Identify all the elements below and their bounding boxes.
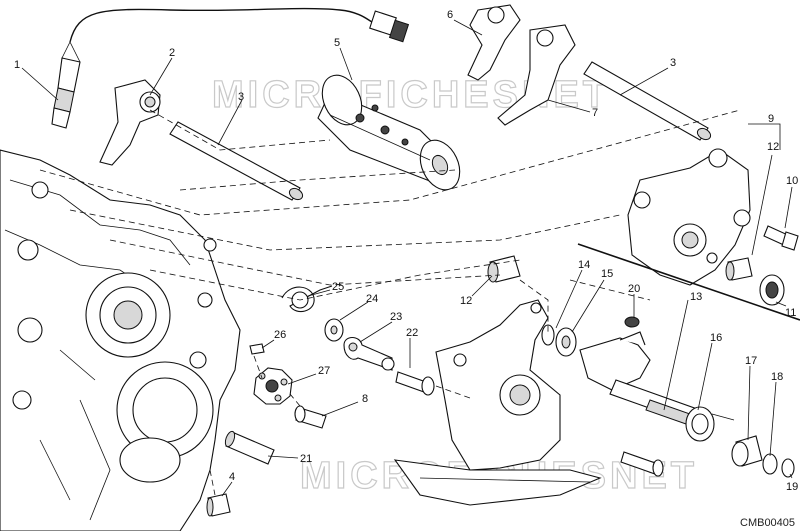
callout-16: 16: [710, 332, 722, 344]
callout-25: 25: [332, 281, 344, 293]
callout-20: 20: [628, 283, 640, 295]
drawing-code: CMB00405: [740, 517, 795, 529]
selector-drum: [317, 74, 461, 191]
callout-23: 23: [390, 311, 402, 323]
callout-8: 8: [362, 393, 368, 405]
callout-3-left: 3: [238, 91, 244, 103]
bolt-8: [294, 405, 327, 429]
selector-fork-7: [497, 24, 576, 126]
detent-20: [624, 316, 640, 328]
mounting-bracket: [393, 299, 602, 506]
washer-15: [555, 327, 577, 357]
callout-2: 2: [169, 47, 175, 59]
alignment-line: [39, 109, 741, 216]
callout-24: 24: [366, 293, 378, 305]
leader-lines: [21, 19, 793, 497]
bolt-22: [395, 371, 435, 396]
fork-shaft-right: [583, 61, 712, 141]
shaft-21: [224, 430, 275, 465]
callout-21: 21: [300, 453, 312, 465]
alignment-line: [179, 169, 456, 191]
circlip-19: [781, 458, 795, 478]
washer-24: [324, 318, 344, 342]
bolt-center-bottom: [620, 451, 664, 477]
washer-18: [762, 453, 778, 475]
pin-4: [206, 493, 231, 517]
spring-16: [685, 406, 735, 442]
callout-7: 7: [592, 107, 598, 119]
alignment-line: [435, 385, 471, 399]
callout-5: 5: [334, 37, 340, 49]
alignment-line: [69, 209, 621, 251]
callout-14: 14: [578, 259, 590, 271]
callout-4: 4: [229, 471, 235, 483]
callout-12-right: 12: [767, 141, 779, 153]
group-bracket-9: [748, 123, 781, 150]
fork-shaft-left: [169, 121, 304, 201]
callout-19: 19: [786, 481, 798, 493]
callout-15: 15: [601, 268, 613, 280]
callout-9: 9: [768, 113, 774, 125]
alignment-line: [289, 393, 301, 407]
bushing-12-right: [725, 257, 753, 281]
gearshift-shaft-13: [579, 331, 701, 425]
alignment-line: [109, 239, 501, 286]
alignment-line: [149, 109, 331, 151]
group-bracket-13: [577, 243, 800, 321]
alignment-line: [253, 355, 263, 379]
bushing-17: [731, 435, 763, 467]
selector-fork-6: [467, 4, 521, 81]
callout-12-center: 12: [460, 295, 472, 307]
callout-6: 6: [447, 9, 453, 21]
alignment-line: [209, 469, 216, 496]
crankcase: [0, 149, 241, 531]
selector-fork-2: [99, 79, 161, 166]
callout-13: 13: [690, 291, 702, 303]
callout-17: 17: [745, 355, 757, 367]
neutral-sensor: [51, 7, 410, 129]
callout-labels: 1 2 3 5 6 3 7 9 12 10 4 8 21 22 23 24 25…: [14, 9, 798, 493]
oil-seal-11: [759, 274, 785, 306]
star-cam-27: [253, 367, 293, 405]
callout-18: 18: [771, 371, 783, 383]
callout-3-right: 3: [670, 57, 676, 69]
gearshift-cover: [627, 148, 751, 286]
callout-11: 11: [785, 307, 796, 319]
callout-22: 22: [406, 327, 418, 339]
bushing-12-center: [487, 255, 521, 283]
alignment-line: [569, 279, 651, 301]
callout-26: 26: [274, 329, 286, 341]
alignment-line: [519, 279, 549, 332]
bolt-10: [763, 225, 799, 251]
callout-27: 27: [318, 365, 330, 377]
callout-1: 1: [14, 59, 20, 71]
lever-23: [343, 336, 395, 371]
circlip-14: [541, 324, 555, 346]
alignment-line: [149, 259, 521, 301]
callout-10: 10: [786, 175, 798, 187]
pin-26: [249, 343, 265, 355]
